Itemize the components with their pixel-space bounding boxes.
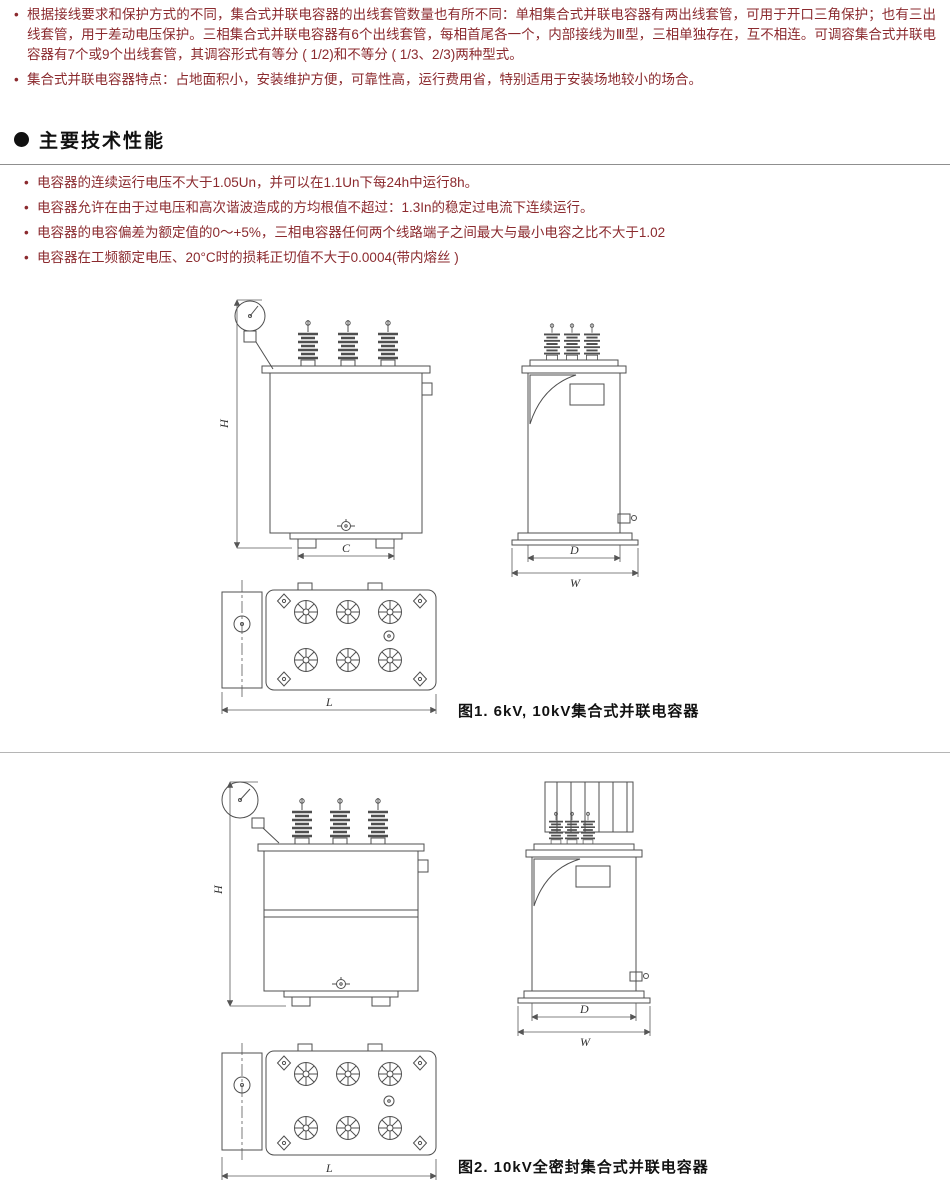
section-divider xyxy=(0,752,950,753)
fig2-dim-L: L xyxy=(325,1161,333,1175)
spec-bullet: 电容器的连续运行电压不大于1.05Un，并可以在1.1Un下每24h中运行8h。 xyxy=(24,170,924,195)
fig1-side-view: D W xyxy=(511,322,639,590)
figure2-drawing: H xyxy=(211,781,651,1180)
section-header: 主要技术性能 xyxy=(0,126,950,165)
intro-bullet: 根据接线要求和保护方式的不同，集合式并联电容器的出线套管数量也有所不同：单相集合… xyxy=(14,5,936,65)
figure1-drawing: H C xyxy=(217,299,639,714)
fig1-dim-C: C xyxy=(342,541,351,555)
fig1-dim-H: H xyxy=(217,418,231,429)
section-bullet-icon xyxy=(14,132,29,147)
fig1-dim-D: D xyxy=(569,543,579,557)
fig2-front-view: H xyxy=(211,781,429,1007)
fig2-side-view: D W xyxy=(517,781,651,1049)
spec-bullet: 电容器允许在由于过电压和高次谐波造成的方均根值不超过：1.3In的稳定过电流下连… xyxy=(24,195,924,220)
fig2-dim-H: H xyxy=(211,884,225,895)
intro-list: 根据接线要求和保护方式的不同，集合式并联电容器的出线套管数量也有所不同：单相集合… xyxy=(14,5,936,95)
spec-list: 电容器的连续运行电压不大于1.05Un，并可以在1.1Un下每24h中运行8h。… xyxy=(24,170,924,270)
fig1-dim-W: W xyxy=(570,576,581,590)
fig2-top-view: L xyxy=(221,1043,437,1180)
figure1-caption: 图1. 6kV, 10kV集合式并联电容器 xyxy=(458,703,700,720)
figure2-caption: 图2. 10kV全密封集合式并联电容器 xyxy=(458,1159,709,1176)
intro-bullet: 集合式并联电容器特点：占地面积小，安装维护方便，可靠性高，运行费用省，特别适用于… xyxy=(14,70,936,90)
fig2-dim-D: D xyxy=(579,1002,589,1016)
fig1-top-view: L xyxy=(221,580,437,714)
spec-bullet: 电容器在工频额定电压、20°C时的损耗正切值不大于0.0004(带内熔丝 ) xyxy=(24,245,924,270)
section-title: 主要技术性能 xyxy=(39,131,166,152)
fig1-front-view: H C xyxy=(217,299,433,560)
fig2-dim-W: W xyxy=(580,1035,591,1049)
spec-bullet: 电容器的电容偏差为额定值的0～+5%，三相电容器任何两个线路端子之间最大与最小电… xyxy=(24,220,924,245)
fig1-dim-L: L xyxy=(325,695,333,709)
